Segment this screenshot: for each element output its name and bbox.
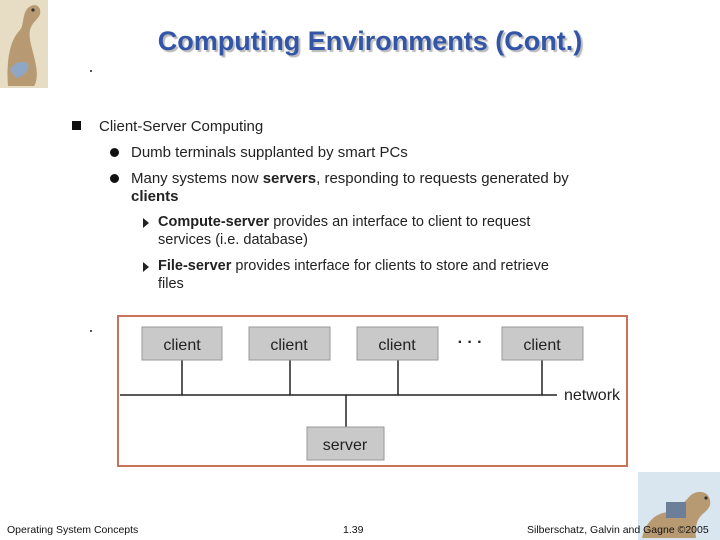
- text-fragment: provides an interface to client to reque…: [269, 214, 531, 230]
- bullet-dot-icon: [110, 148, 119, 157]
- footer-course: Operating System Concepts: [7, 524, 139, 536]
- dinosaur-logo-icon: [0, 0, 48, 88]
- client-box: [141, 326, 223, 361]
- dinosaur-logo-icon: [638, 472, 720, 540]
- bullet-file-server: File-server provides interface for clien…: [158, 257, 628, 293]
- client-box: [248, 326, 331, 361]
- text-fragment: , responding to requests generated by: [316, 170, 569, 187]
- footer-authors: Silberschatz, Galvin and Gagne ©2005: [527, 524, 709, 536]
- bullet-compute-server: Compute-server provides an interface to …: [158, 213, 618, 249]
- server-box: [306, 426, 385, 461]
- text-fragment: provides interface for clients to store …: [231, 258, 549, 274]
- client-server-diagram: client client client · · · client networ…: [117, 315, 628, 467]
- text-fragment: Many systems now: [131, 170, 263, 187]
- decorative-dot: [90, 70, 92, 72]
- client-label: client: [163, 337, 201, 354]
- bullet-dumb-terminals: Dumb terminals supplanted by smart PCs: [131, 144, 408, 161]
- bold-term-file-server: File-server: [158, 258, 232, 274]
- bold-term-servers: servers: [262, 170, 317, 187]
- text-fragment: files: [158, 276, 184, 292]
- bullet-dot-icon: [110, 174, 119, 183]
- network-label: network: [564, 387, 621, 404]
- text-fragment: services (i.e. database): [158, 232, 308, 248]
- bullet-client-server: Client-Server Computing: [99, 118, 264, 135]
- bullet-arrow-icon: [143, 218, 149, 228]
- bullet-square-icon: [72, 121, 81, 130]
- server-label: server: [323, 437, 368, 454]
- ellipsis-label: · · ·: [458, 334, 483, 351]
- client-label: client: [270, 337, 308, 354]
- decorative-dot: [90, 330, 92, 332]
- bullet-many-systems: Many systems now servers, responding to …: [131, 170, 651, 206]
- client-label: client: [523, 337, 561, 354]
- client-box: [356, 326, 439, 361]
- client-label: client: [378, 337, 416, 354]
- slide-title: Computing Environments (Cont.): [157, 26, 583, 56]
- footer-page-number: 1.39: [343, 524, 364, 536]
- client-box: [501, 326, 584, 361]
- bold-term-clients: clients: [131, 188, 179, 205]
- bullet-arrow-icon: [143, 262, 149, 272]
- bold-term-compute-server: Compute-server: [158, 214, 270, 230]
